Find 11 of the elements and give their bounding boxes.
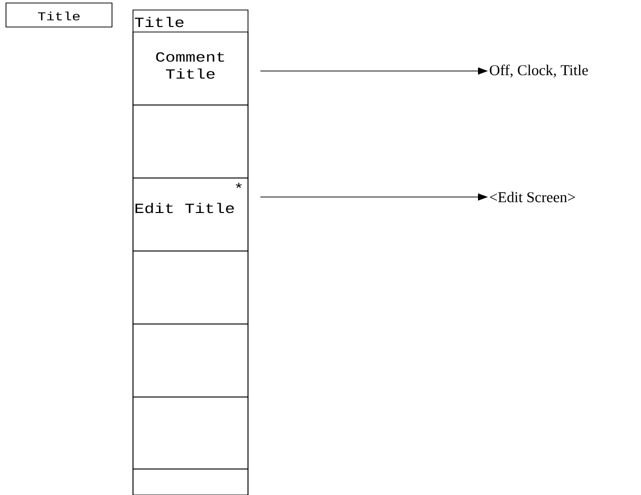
softkey-box (132, 468, 248, 495)
menu-heading: Title (134, 16, 184, 28)
softkey-box (132, 104, 248, 178)
softkey-box: * Edit Title (132, 178, 248, 252)
softkey-box (132, 250, 248, 324)
softkey-box: Comment Title (132, 32, 248, 106)
menu-options-label: Off, Clock, Title (490, 64, 588, 78)
key-box: Title (6, 2, 112, 28)
softkey-box (132, 324, 248, 398)
softkey-box (132, 396, 248, 470)
menu-options-label: <Edit Screen> (490, 192, 575, 202)
